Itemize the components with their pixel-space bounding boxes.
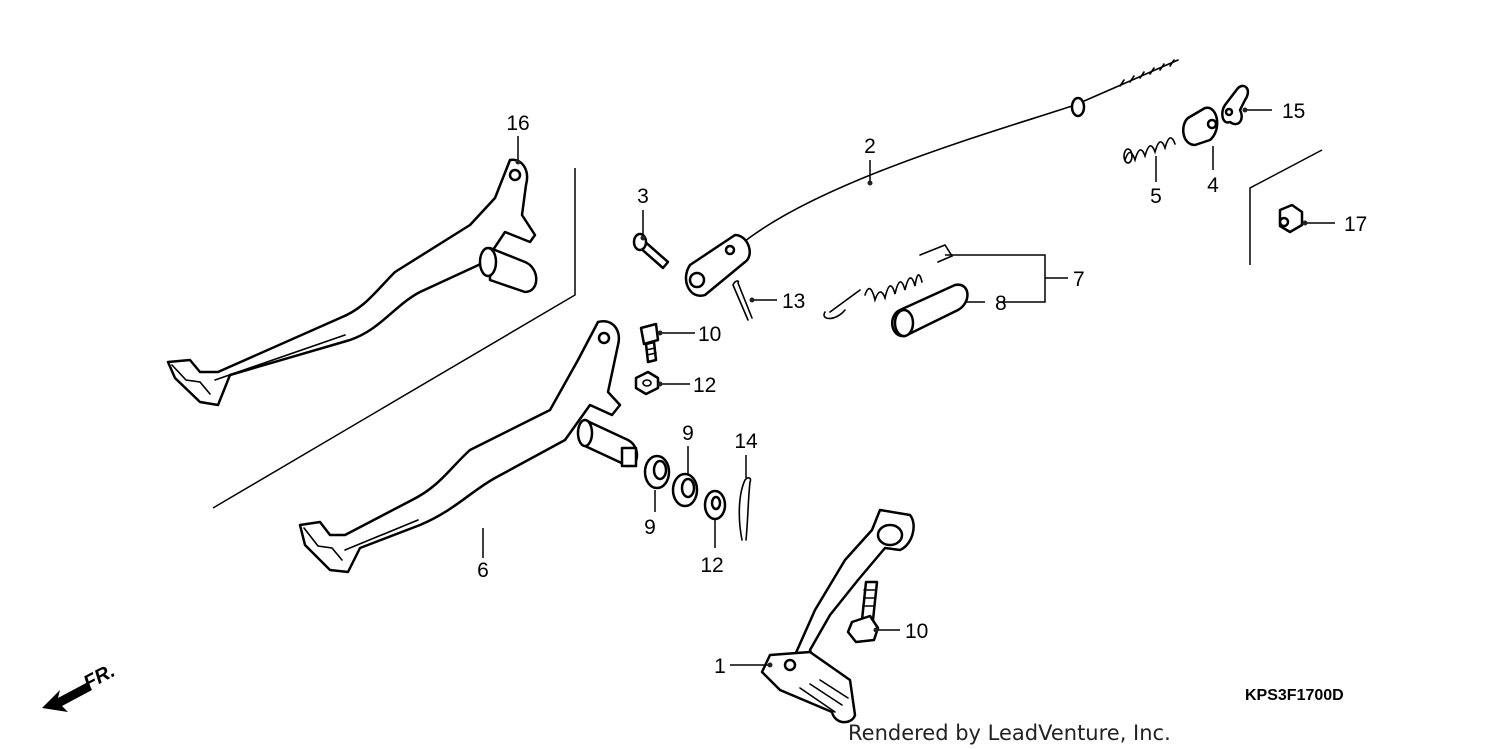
part-9-seal-b[interactable] (671, 472, 699, 508)
callout-7: 7 (1073, 268, 1085, 291)
part-17-brake-pedal-alt[interactable] (166, 158, 538, 407)
part-16-wing-nut[interactable] (1221, 84, 1250, 126)
callout-2: 2 (864, 135, 876, 158)
part-8-collar[interactable] (891, 283, 969, 338)
part-6-brake-pedal[interactable] (298, 319, 639, 574)
part-2-brake-rod[interactable] (684, 59, 1179, 297)
callout-4: 4 (1207, 174, 1219, 197)
callout-6: 6 (477, 559, 489, 582)
part-1-shift-pedal[interactable] (760, 508, 915, 724)
callout-9-top: 9 (682, 422, 694, 445)
callout-14: 13 (782, 290, 805, 313)
part-7-spring[interactable] (823, 244, 954, 320)
callout-17: 16 (506, 112, 529, 135)
callout-leaders (482, 109, 1335, 666)
part-18-nut[interactable] (1249, 149, 1323, 265)
inset-frame (212, 168, 576, 509)
part-3-clevis-pin[interactable] (632, 232, 670, 270)
leader-dots (515, 107, 1308, 668)
callout-3: 3 (637, 185, 649, 208)
callout-11: 10 (698, 323, 721, 346)
render-credit: Rendered by LeadVenture, Inc. (848, 721, 1171, 745)
callout-5: 5 (1150, 185, 1162, 208)
callout-13: 12 (693, 374, 716, 397)
callout-labels: 16 2 3 15 4 5 17 7 8 13 10 12 9 14 9 12 … (477, 100, 1367, 678)
callout-8: 8 (995, 292, 1007, 315)
front-direction-arrow: FR. (42, 660, 119, 712)
callout-10: 10 (905, 620, 928, 643)
part-11-bolt[interactable] (639, 322, 660, 364)
part-9-seal-a[interactable] (643, 454, 671, 490)
diagram-code: KPS3F1700D (1245, 687, 1344, 704)
part-12-washer[interactable] (703, 489, 727, 521)
part-13-nut[interactable] (634, 370, 660, 396)
part-10-bolt[interactable] (846, 580, 880, 644)
part-5-spring[interactable] (1123, 137, 1176, 164)
callout-16: 15 (1282, 100, 1305, 123)
part-15-cotter-pin[interactable] (738, 477, 752, 541)
part-4-joint[interactable] (1182, 106, 1219, 147)
callout-12: 12 (700, 554, 723, 577)
callout-18: 17 (1344, 213, 1367, 236)
callout-1: 1 (714, 655, 726, 678)
callout-15: 14 (734, 430, 758, 453)
part-14-cotter-pin[interactable] (732, 280, 753, 321)
callout-9-bottom: 9 (644, 516, 656, 539)
